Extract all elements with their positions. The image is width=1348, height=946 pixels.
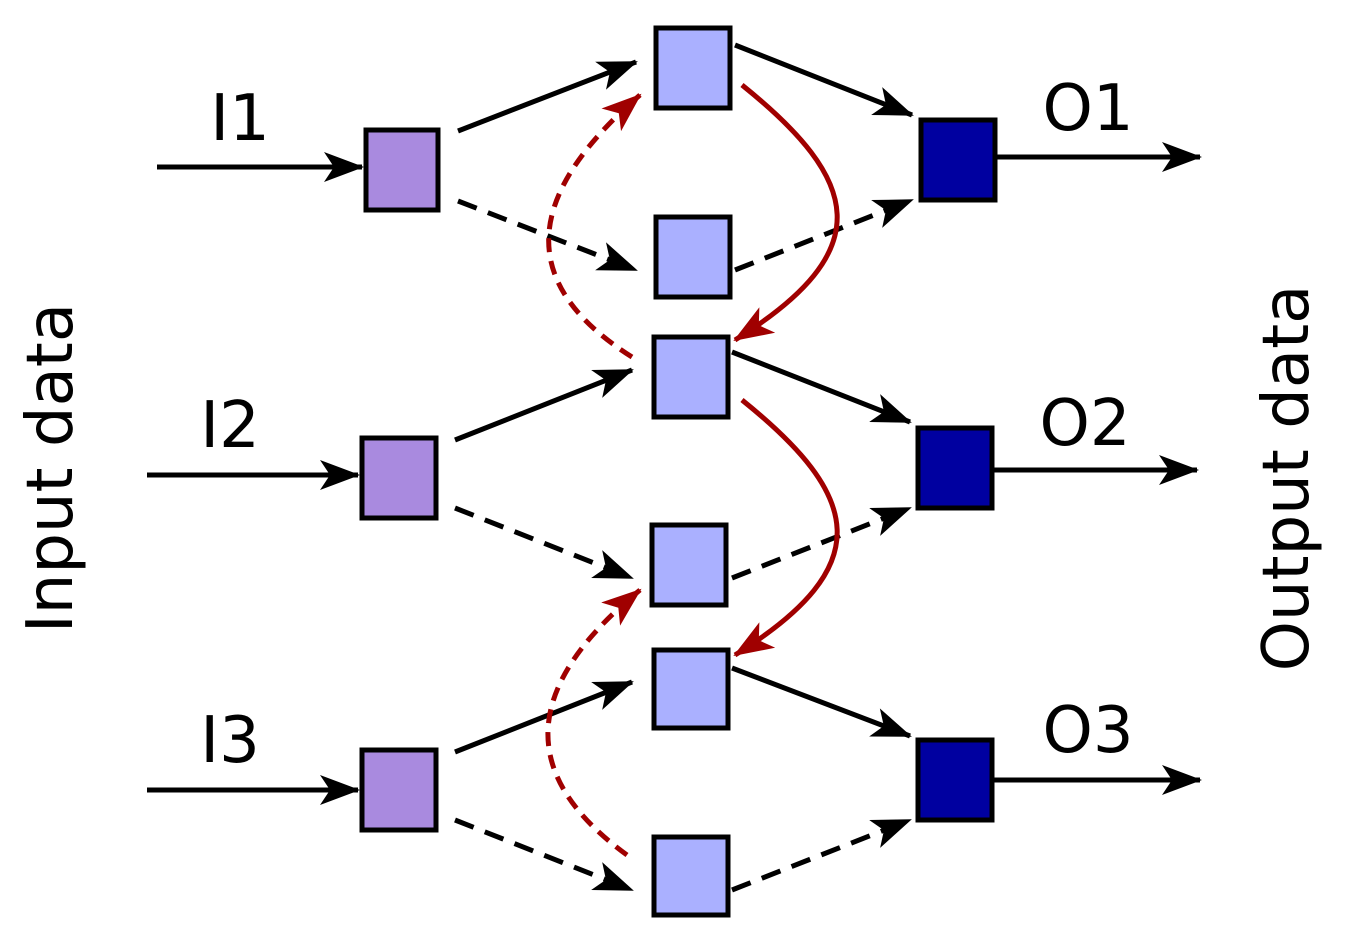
- hidden-node-2: [653, 214, 733, 300]
- output-label-o1: O1: [1042, 72, 1133, 146]
- output-label-o2: O2: [1039, 387, 1130, 461]
- hidden-node-3: [651, 334, 731, 420]
- output-data-label: Output data: [1250, 285, 1324, 672]
- edge-h1-o1: [734, 42, 914, 118]
- hidden-node-4: [649, 522, 729, 608]
- output-node-1: [918, 117, 998, 203]
- input-label-i2: I2: [200, 389, 260, 463]
- edge-h6-o3: [731, 817, 912, 893]
- recurrent-edge-h3-h5: [733, 398, 840, 658]
- output-label-o3: O3: [1042, 694, 1133, 768]
- edge-in2-h3: [454, 367, 634, 443]
- edge-in3-h6: [454, 817, 634, 893]
- output-node-2: [915, 425, 995, 511]
- output-node-3: [915, 737, 995, 823]
- hidden-node-6: [651, 834, 731, 918]
- edge-h4-o2: [731, 505, 912, 581]
- input-node-1: [363, 127, 441, 213]
- recurrent-edge-h3-h1: [546, 93, 642, 360]
- edge-h3-o2: [731, 349, 912, 425]
- hidden-node-5: [651, 647, 731, 731]
- edge-in1-h2: [457, 198, 638, 273]
- edge-h5-o3: [731, 665, 912, 739]
- recurrent-edge-h6-h4: [545, 588, 642, 858]
- input-label-i3: I3: [200, 704, 260, 778]
- input-node-3: [359, 747, 439, 833]
- recurrent-edge-h1-h3: [733, 83, 840, 343]
- edge-in3-h5: [454, 679, 634, 755]
- edge-in2-h4: [454, 505, 634, 581]
- input-node-2: [359, 435, 439, 521]
- input-label-i1: I1: [210, 82, 270, 156]
- input-data-label: Input data: [14, 303, 88, 633]
- hidden-node-1: [653, 25, 733, 111]
- edge-in1-h1: [457, 59, 638, 134]
